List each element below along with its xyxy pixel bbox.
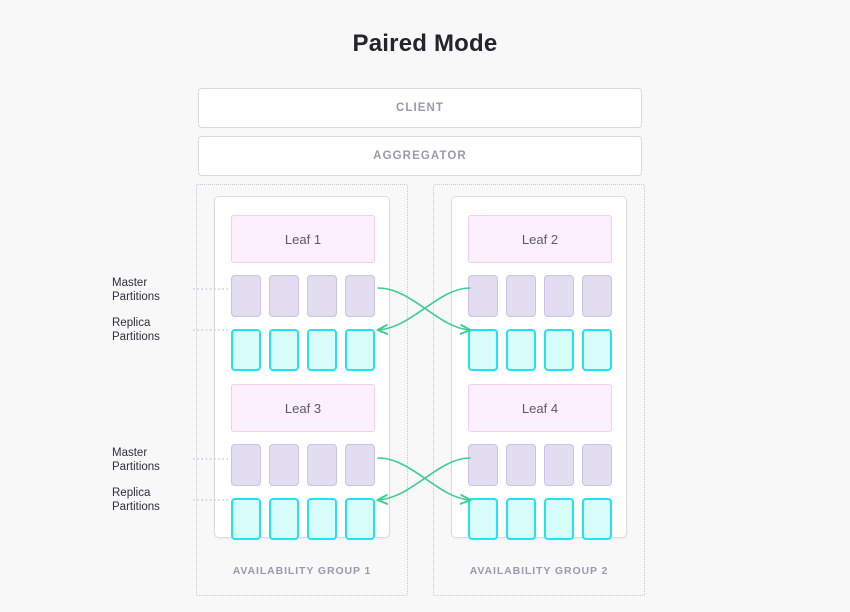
- annotation-master-partitions-bottom: Master Partitions: [112, 446, 190, 474]
- annotation-line-1: Replica: [112, 317, 151, 329]
- replica-partition[interactable]: [231, 498, 261, 540]
- annotation-line-2: Partitions: [112, 291, 160, 303]
- replica-partition[interactable]: [468, 329, 498, 371]
- annotation-line-2: Partitions: [112, 501, 160, 513]
- availability-group-2-label: AVAILABILITY GROUP 2: [469, 565, 609, 577]
- availability-group-1[interactable]: AVAILABILITY GROUP 1: [196, 184, 408, 596]
- master-partition-row-1: [231, 275, 375, 317]
- annotation-line-1: Replica: [112, 487, 151, 499]
- replica-partition[interactable]: [269, 498, 299, 540]
- annotation-line-2: Partitions: [112, 331, 160, 343]
- master-partition[interactable]: [468, 444, 498, 486]
- master-partition[interactable]: [231, 275, 261, 317]
- master-partition[interactable]: [345, 275, 375, 317]
- availability-group-1-label: AVAILABILITY GROUP 1: [232, 565, 372, 577]
- leaf-block-3: Leaf 3: [231, 384, 375, 540]
- leaf-box-2[interactable]: Leaf 2: [468, 215, 612, 263]
- master-partition[interactable]: [582, 275, 612, 317]
- replica-partition[interactable]: [345, 498, 375, 540]
- leaf-block-1: Leaf 1: [231, 215, 375, 371]
- leaf-label-1: Leaf 1: [284, 231, 322, 247]
- leaf-box-3[interactable]: Leaf 3: [231, 384, 375, 432]
- replica-partition[interactable]: [544, 329, 574, 371]
- master-partition[interactable]: [582, 444, 612, 486]
- replica-partition[interactable]: [582, 329, 612, 371]
- master-partition-row-4: [468, 444, 612, 486]
- master-partition[interactable]: [307, 275, 337, 317]
- leaf-block-2: Leaf 2: [468, 215, 612, 371]
- master-partition[interactable]: [231, 444, 261, 486]
- client-node[interactable]: CLIENT: [198, 88, 642, 128]
- availability-group-1-card: Leaf 1 Leaf 3: [214, 196, 390, 540]
- annotation-replica-partitions-top: Replica Partitions: [112, 316, 190, 344]
- master-partition[interactable]: [269, 444, 299, 486]
- master-partition[interactable]: [544, 444, 574, 486]
- replica-partition[interactable]: [307, 498, 337, 540]
- leaf-box-1[interactable]: Leaf 1: [231, 215, 375, 263]
- annotation-line-1: Master: [112, 447, 148, 459]
- annotation-line-1: Master: [112, 277, 148, 289]
- leaf-label-3: Leaf 3: [284, 400, 322, 416]
- aggregator-node[interactable]: AGGREGATOR: [198, 136, 642, 176]
- replica-partition-row-3: [231, 498, 375, 540]
- replica-partition[interactable]: [582, 498, 612, 540]
- replica-partition-row-2: [468, 329, 612, 371]
- master-partition[interactable]: [345, 444, 375, 486]
- aggregator-label: AGGREGATOR: [373, 150, 467, 162]
- availability-group-2-card: Leaf 2 Leaf 4: [451, 196, 627, 540]
- annotation-master-partitions-top: Master Partitions: [112, 276, 190, 304]
- annotation-replica-partitions-bottom: Replica Partitions: [112, 486, 190, 514]
- master-partition[interactable]: [506, 444, 536, 486]
- master-partition[interactable]: [468, 275, 498, 317]
- replica-partition[interactable]: [231, 329, 261, 371]
- master-partition-row-3: [231, 444, 375, 486]
- replica-partition[interactable]: [506, 329, 536, 371]
- master-partition[interactable]: [269, 275, 299, 317]
- replica-partition[interactable]: [544, 498, 574, 540]
- replica-partition-row-1: [231, 329, 375, 371]
- master-partition[interactable]: [506, 275, 536, 317]
- leaf-label-2: Leaf 2: [521, 231, 559, 247]
- leaf-box-4[interactable]: Leaf 4: [468, 384, 612, 432]
- master-partition-row-2: [468, 275, 612, 317]
- master-partition[interactable]: [307, 444, 337, 486]
- page-title: Paired Mode: [352, 30, 498, 57]
- replica-partition[interactable]: [468, 498, 498, 540]
- leaf-label-4: Leaf 4: [521, 400, 559, 416]
- annotation-line-2: Partitions: [112, 461, 160, 473]
- replica-partition[interactable]: [506, 498, 536, 540]
- leaf-block-4: Leaf 4: [468, 384, 612, 540]
- client-label: CLIENT: [395, 102, 445, 114]
- master-partition[interactable]: [544, 275, 574, 317]
- availability-group-2[interactable]: AVAILABILITY GROUP 2: [433, 184, 645, 596]
- replica-partition[interactable]: [269, 329, 299, 371]
- replica-partition-row-4: [468, 498, 612, 540]
- replica-partition[interactable]: [345, 329, 375, 371]
- replica-partition[interactable]: [307, 329, 337, 371]
